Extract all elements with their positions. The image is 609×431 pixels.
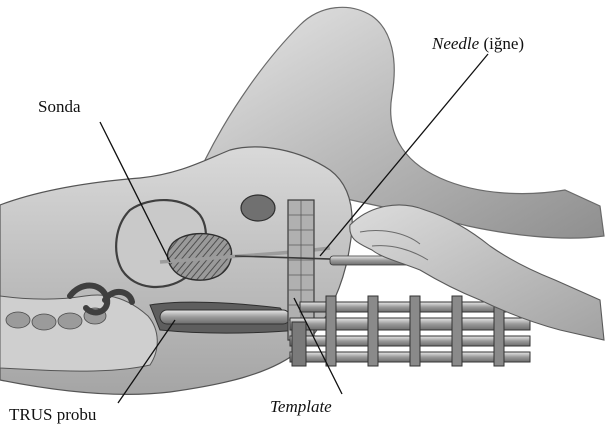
label-needle-term: Needle [432,34,479,53]
trus-probe-shaft [160,310,290,324]
label-needle-translation: (iğne) [483,34,524,53]
pubic-bone [241,195,275,221]
sacrum [0,295,157,371]
label-sonda: Sonda [38,97,81,117]
label-trus-probe: TRUS probu [9,405,96,425]
label-needle: Needle (iğne) [432,34,524,54]
label-template: Template [270,397,332,417]
